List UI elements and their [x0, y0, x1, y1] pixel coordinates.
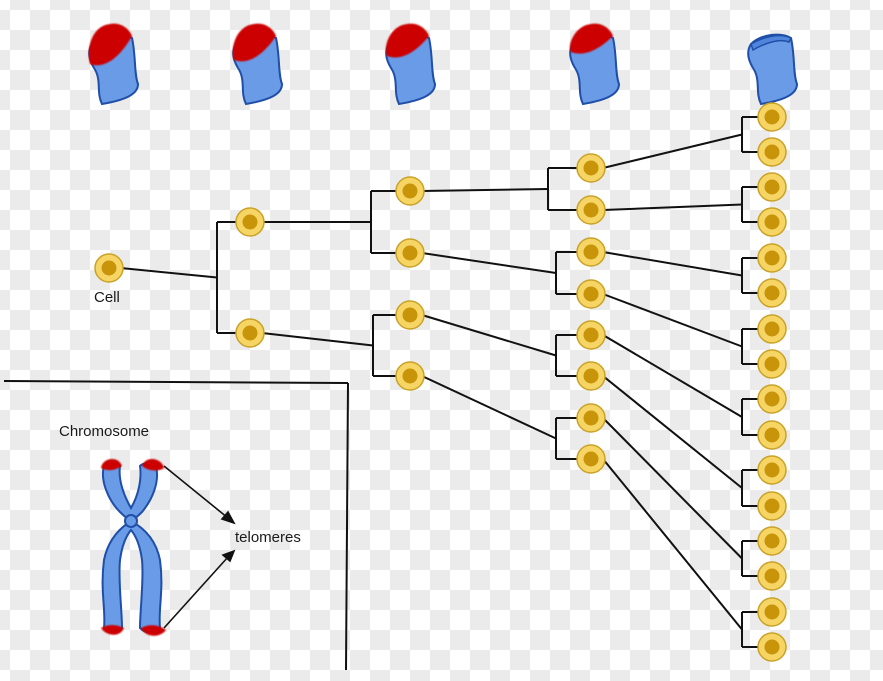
branch-line [602, 133, 743, 169]
cell-gen2-1 [395, 238, 425, 268]
branch-line [421, 314, 557, 357]
cell-nucleus [764, 462, 780, 478]
cell-gen4-13 [757, 561, 787, 591]
branch-line [602, 293, 743, 348]
cell-nucleus [583, 202, 599, 218]
cell-nucleus [764, 144, 780, 160]
chromatid-stage-2 [232, 23, 284, 106]
cell-nucleus [764, 427, 780, 443]
cell-nucleus [242, 214, 258, 230]
cell-nucleus [583, 286, 599, 302]
telomere-caps [101, 459, 166, 636]
branch-line [602, 251, 743, 277]
cell-nucleus [764, 356, 780, 372]
cell-gen2-3 [395, 361, 425, 391]
cell-nucleus [764, 321, 780, 337]
chromatid-stage-3 [385, 23, 437, 106]
branch-line [602, 203, 743, 211]
cell-nucleus [402, 368, 418, 384]
cell-gen3-4 [576, 320, 606, 350]
cell-nucleus [583, 410, 599, 426]
cell-nucleus [764, 498, 780, 514]
chromosome-label: Chromosome [59, 423, 149, 440]
chromosome-icon [101, 462, 163, 634]
cell-gen1-0 [235, 207, 265, 237]
cell-nucleus [764, 568, 780, 584]
cell-gen3-0 [576, 153, 606, 183]
division-tree-lines [120, 116, 760, 648]
cell-gen4-3 [757, 207, 787, 237]
cell-gen4-2 [757, 172, 787, 202]
cell-gen4-10 [757, 455, 787, 485]
chromosome-series [88, 23, 799, 106]
cell-nucleus [402, 307, 418, 323]
chromatid-stage-5 [747, 33, 799, 106]
cell-gen4-9 [757, 420, 787, 450]
cell-gen4-5 [757, 278, 787, 308]
branch-line [602, 417, 743, 560]
telomere-cap [88, 23, 132, 66]
telomere-cap [232, 23, 276, 62]
branch-line [120, 267, 218, 279]
cell-gen2-2 [395, 300, 425, 330]
cell-nucleus [764, 285, 780, 301]
cell-nucleus [583, 451, 599, 467]
cell-nucleus [583, 368, 599, 384]
cell-gen4-11 [757, 491, 787, 521]
branch-line [261, 332, 374, 347]
cell-nucleus [583, 327, 599, 343]
cell-gen4-8 [757, 384, 787, 414]
branch-line [421, 252, 557, 274]
cell-nucleus [402, 183, 418, 199]
cell-nucleus [583, 244, 599, 260]
cell-gen4-15 [757, 632, 787, 662]
cell-gen3-2 [576, 237, 606, 267]
cell-gen3-5 [576, 361, 606, 391]
cell-gen2-0 [395, 176, 425, 206]
cell-gen3-1 [576, 195, 606, 225]
cell-gen4-7 [757, 349, 787, 379]
cell-nucleus [764, 250, 780, 266]
telomeres-label: telomeres [235, 529, 301, 546]
cell-nucleus [402, 245, 418, 261]
cell-nucleus [764, 179, 780, 195]
cell-nucleus [764, 214, 780, 230]
cell-gen3-7 [576, 444, 606, 474]
cell-nucleus [764, 639, 780, 655]
branch-line [602, 334, 743, 418]
inset-frame [3, 380, 349, 671]
branch-line [602, 458, 743, 631]
cell-nucleus [242, 325, 258, 341]
division-tree-cells [94, 102, 787, 662]
chromatid-top-edge [750, 34, 793, 52]
cell-nucleus [101, 260, 117, 276]
cell-label: Cell [94, 289, 120, 306]
cell-nucleus [764, 109, 780, 125]
cell-gen0-0 [94, 253, 124, 283]
cell-gen4-0 [757, 102, 787, 132]
telomere-arrows [163, 465, 236, 629]
cell-nucleus [764, 533, 780, 549]
branch-line [421, 375, 557, 440]
telomere-cap [569, 23, 613, 54]
cell-gen4-6 [757, 314, 787, 344]
branch-line [421, 188, 549, 192]
cell-gen4-1 [757, 137, 787, 167]
chromatid-stage-1 [88, 23, 140, 106]
cell-gen4-14 [757, 597, 787, 627]
cell-nucleus [764, 391, 780, 407]
cell-nucleus [583, 160, 599, 176]
cell-gen1-1 [235, 318, 265, 348]
cell-gen3-3 [576, 279, 606, 309]
telomere-cap [385, 23, 429, 58]
branch-line [602, 375, 743, 489]
chromatid-stage-4 [569, 23, 621, 106]
cell-gen3-6 [576, 403, 606, 433]
cell-gen4-4 [757, 243, 787, 273]
cell-gen4-12 [757, 526, 787, 556]
cell-nucleus [764, 604, 780, 620]
